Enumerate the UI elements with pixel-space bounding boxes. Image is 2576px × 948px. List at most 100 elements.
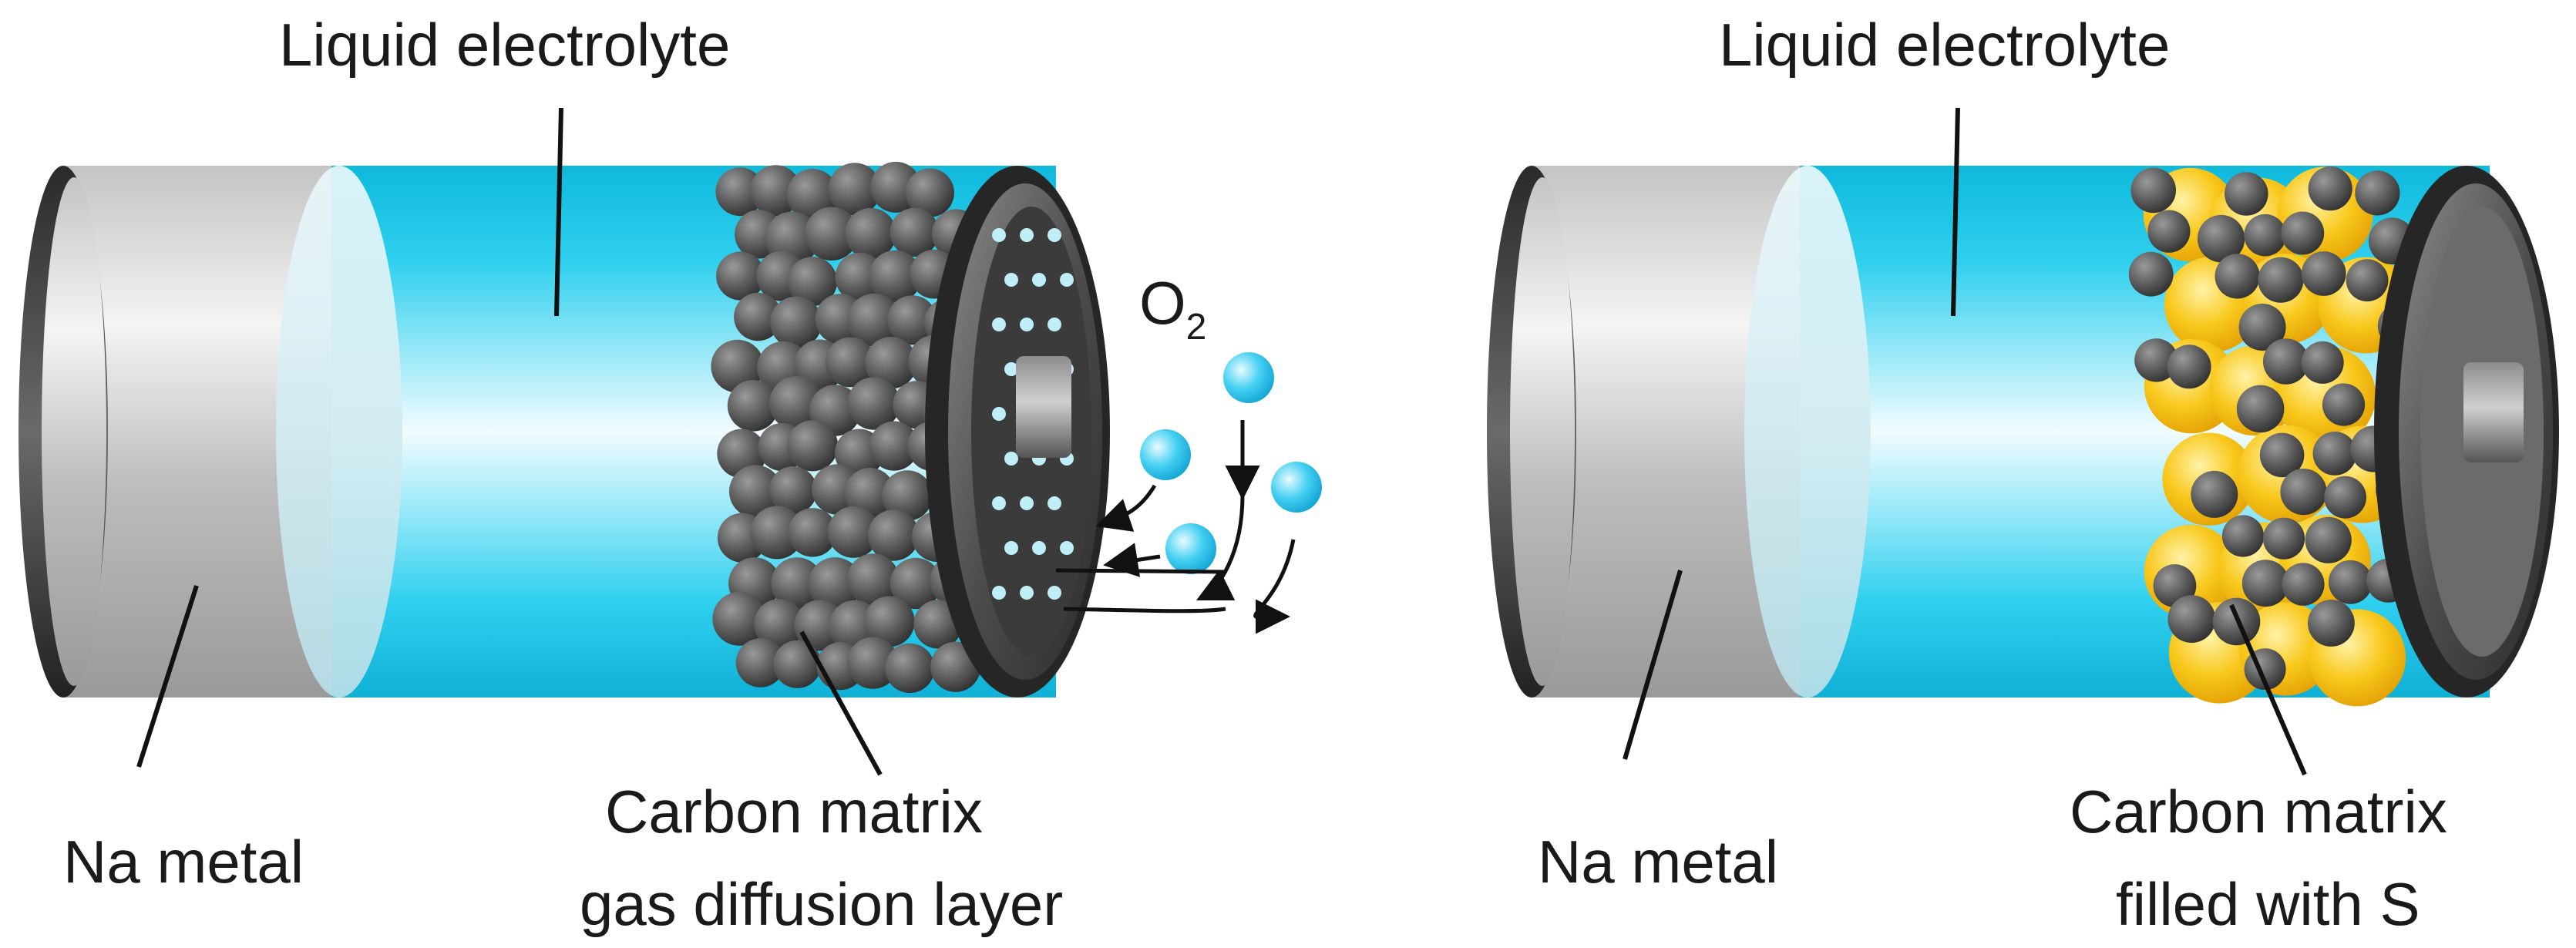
carbon-particle [2147,210,2191,253]
na-s-cathode-label-line2: filled with S [2116,870,2420,938]
gas-diffusion-hole [1060,273,1074,287]
carbon-particle [711,339,765,393]
carbon-particle [889,557,942,610]
carbon-particle [716,251,765,301]
gas-diffusion-hole [1020,228,1034,242]
carbon-particle [2167,345,2211,389]
carbon-particle [865,337,917,389]
na-s-cathode-label-line1: Carbon matrix [2070,778,2447,845]
carbon-particle [2167,595,2216,643]
carbon-particle [773,640,822,688]
gas-diffusion-hole [1020,318,1034,331]
carbon-particle [768,466,817,514]
carbon-particle [2130,167,2176,213]
na-o2-electrolyte-label: Liquid electrolyte [279,11,730,79]
na-s-anode-leader [1623,570,1683,760]
carbon-particle [2280,469,2327,516]
oxygen-flow [1055,352,1322,634]
carbon-particle [2191,470,2238,518]
gas-diffusion-hole [1004,273,1018,287]
oxygen-molecule [1223,352,1274,403]
carbon-particle [887,295,937,345]
oxygen-arrow [1095,484,1157,532]
carbon-particle [869,421,919,471]
carbon-particle [828,163,881,216]
carbon-particle [770,296,822,348]
carbon-particle [769,376,824,431]
carbon-particle [885,643,935,694]
na-s-terminal [2463,362,2524,462]
carbon-particle [847,377,900,430]
carbon-particle [889,207,940,257]
carbon-particle [729,465,782,518]
carbon-particle [2312,432,2357,476]
carbon-particle [771,557,823,610]
carbon-particle [788,257,838,307]
carbon-particle [905,168,954,217]
gas-diffusion-hole [992,407,1006,421]
carbon-particle [808,557,862,611]
carbon-particle [2241,560,2289,607]
carbon-particle [2128,251,2174,297]
na-o2-carbon-matrix [711,161,984,694]
carbon-particle [847,293,901,347]
gas-diffusion-hole [992,228,1006,242]
oxygen-arrow [1253,539,1296,634]
oxygen-arrow [1103,543,1161,577]
gas-diffusion-hole [1032,273,1046,287]
carbon-particle [787,420,839,472]
carbon-particle [804,207,859,261]
gas-diffusion-hole [1004,362,1018,376]
na-s-electrolyte-label: Liquid electrolyte [1719,11,2170,79]
carbon-particle [786,169,839,220]
carbon-particle [2346,259,2389,302]
na-o2-cathode-label-line1: Carbon matrix [605,778,983,845]
gas-diffusion-hole [1048,586,1061,600]
carbon-particle [2214,254,2260,299]
carbon-particle [2282,563,2325,606]
carbon-particle [827,506,879,558]
na-s-cathode-leader [2229,603,2307,776]
gas-diffusion-hole [1048,228,1061,242]
na-s-electrolyte-leader [1951,107,1960,317]
gas-diffusion-hole [1060,541,1074,555]
na-s-anode-face [1744,166,1871,698]
na-o2-cell: Liquid electrolyte Na metal Carbon matri… [18,11,1322,938]
carbon-particle [712,592,767,646]
carbon-particle [2301,251,2346,296]
na-o2-cathode-leader [799,630,883,776]
gas-diffusion-hole [1004,541,1018,555]
carbon-particle [2238,304,2286,351]
gas-diffusion-hole [1048,496,1061,510]
na-s-cathode-cap [2374,166,2559,698]
gas-diffusion-hole [992,318,1006,331]
carbon-particle [2324,476,2367,519]
carbon-particle [882,470,933,521]
carbon-particle [844,468,896,519]
oxygen-arrow [1196,494,1245,601]
carbon-particle [845,207,896,260]
carbon-particle [750,506,804,560]
carbon-particle [2281,211,2325,255]
carbon-particle [2259,432,2305,478]
na-o2-anode-label: Na metal [63,828,304,896]
gas-diffusion-hole [1032,541,1046,555]
carbon-particle [2308,166,2352,211]
carbon-particle [734,292,782,341]
gas-diffusion-hole [992,586,1006,600]
na-o2-electrolyte-leader [554,107,563,317]
carbon-particle [788,508,837,557]
gas-diffusion-hole [1020,496,1034,510]
carbon-particle [2308,600,2355,647]
carbon-particle [2355,170,2400,216]
na-o2-anode-face [276,166,402,698]
carbon-particle [2258,257,2304,303]
oxygen-molecule [1271,462,1322,513]
na-o2-anode-leader [136,585,199,768]
carbon-particle [2328,560,2373,604]
carbon-particle [2197,214,2245,263]
carbon-particle [869,250,922,303]
na-o2-terminal [1016,356,1071,458]
carbon-particle [2262,517,2305,560]
